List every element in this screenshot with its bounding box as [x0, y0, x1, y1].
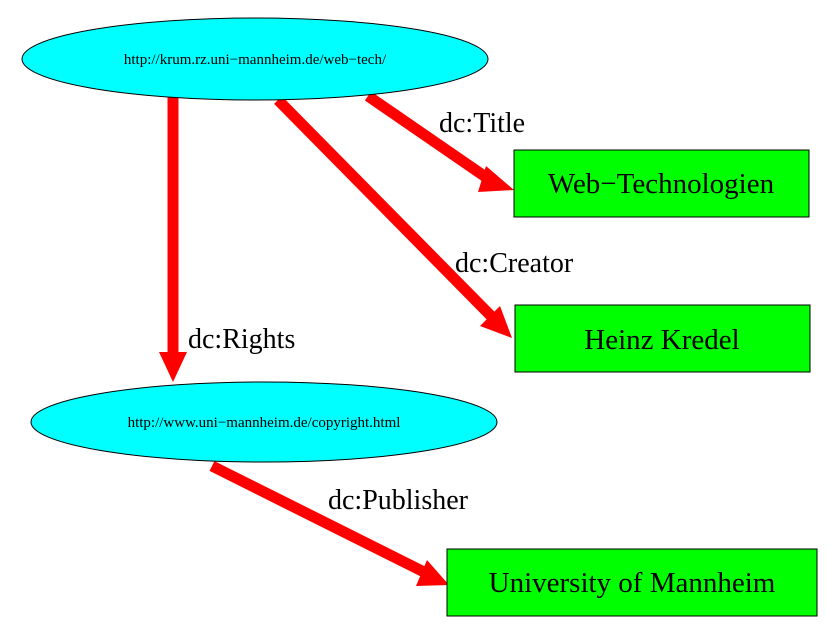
edge-label-rights: dc:Rights [188, 324, 295, 355]
resource-label-copyright: http://www.uni−mannheim.de/copyright.htm… [128, 415, 401, 431]
edge-label-publisher: dc:Publisher [328, 485, 469, 516]
literal-node-title: Web−Technologien [513, 149, 810, 218]
edge-label-title: dc:Title [439, 108, 525, 139]
literal-node-publisher: University of Mannheim [446, 548, 818, 617]
resource-node-web-tech: http://krum.rz.uni−mannheim.de/web−tech/ [21, 17, 489, 101]
edge-title [364, 91, 514, 192]
literal-label-publisher: University of Mannheim [489, 567, 776, 599]
literal-label-creator: Heinz Kredel [584, 324, 739, 356]
edge-rights [159, 96, 187, 382]
literal-label-title: Web−Technologien [548, 168, 775, 200]
edge-publisher [209, 461, 449, 586]
resource-label-web-tech: http://krum.rz.uni−mannheim.de/web−tech/ [124, 52, 387, 68]
literal-node-creator: Heinz Kredel [514, 304, 811, 373]
edge-label-creator: dc:Creator [455, 248, 574, 279]
edge-creator [274, 96, 512, 338]
resource-node-copyright: http://www.uni−mannheim.de/copyright.htm… [30, 381, 498, 463]
